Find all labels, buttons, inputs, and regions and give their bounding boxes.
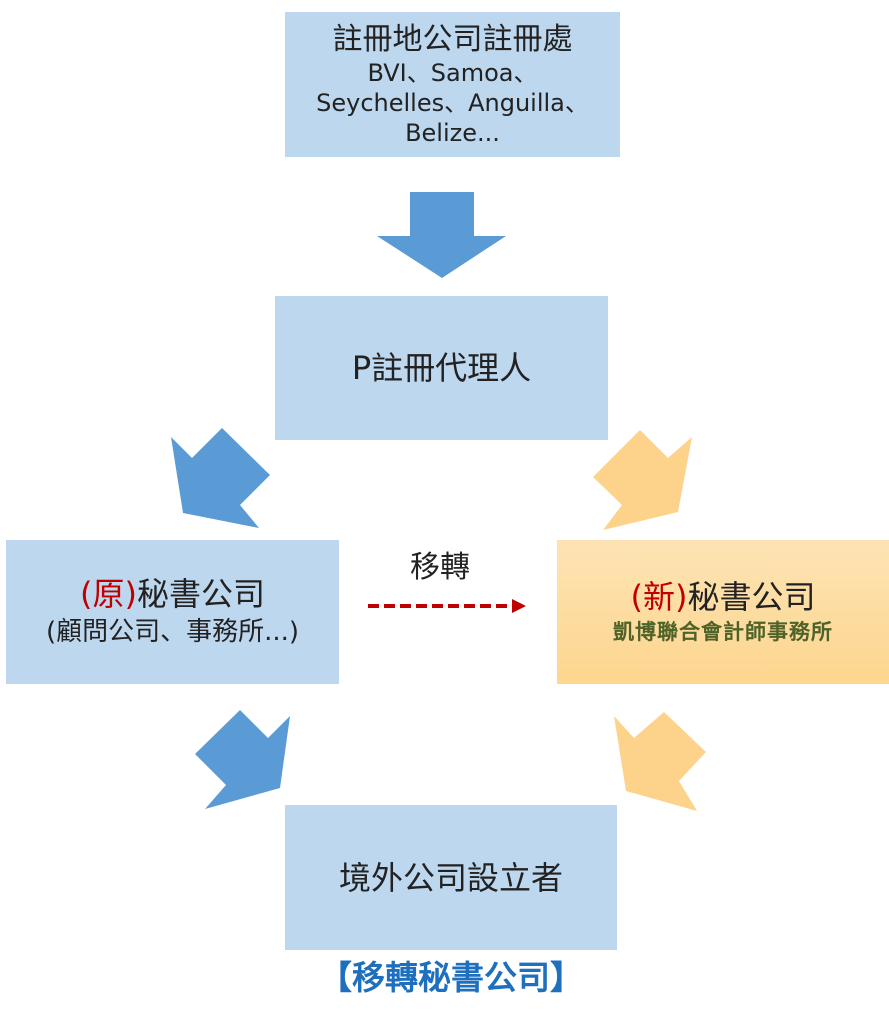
orange-arrow-new-to-founder-icon [614,712,706,811]
down-arrow-icon [377,192,506,278]
registry-line-3: Belize... [405,118,500,147]
founder-box: 境外公司設立者 [285,805,617,950]
old-secretary-title: 秘書公司 [136,575,265,613]
new-secretary-subtitle: 凱博聯合會計師事務所 [613,620,833,644]
old-secretary-heading: (原)秘書公司 [80,574,265,614]
transfer-label: 移轉 [410,550,470,585]
new-secretary-heading: (新)秘書公司 [631,577,816,617]
blue-arrow-old-to-founder-icon [195,710,290,809]
transfer-arrowhead-icon [512,599,526,613]
registry-line-2: Seychelles、Anguilla、 [316,88,589,117]
diagram-caption: 【移轉秘書公司】 [319,958,583,997]
orange-arrow-agent-to-new-icon [593,430,692,530]
registry-title: 註冊地公司註冊處 [332,21,573,57]
registered-agent-box: P註冊代理人 [275,296,608,440]
registry-office-box: 註冊地公司註冊處 BVI、Samoa、 Seychelles、Anguilla、… [285,12,620,157]
new-secretary-box: (新)秘書公司 凱博聯合會計師事務所 [557,540,889,684]
founder-title: 境外公司設立者 [338,858,563,897]
registry-line-1: BVI、Samoa、 [367,58,538,87]
old-secretary-box: (原)秘書公司 (顧問公司、事務所...) [6,540,339,684]
old-prefix: (原) [80,575,137,613]
old-secretary-subtitle: (顧問公司、事務所...) [45,617,300,647]
blue-arrow-agent-to-old-icon [171,428,270,528]
new-secretary-title: 秘書公司 [687,578,816,616]
new-prefix: (新) [630,578,688,616]
agent-title: P註冊代理人 [351,349,532,387]
